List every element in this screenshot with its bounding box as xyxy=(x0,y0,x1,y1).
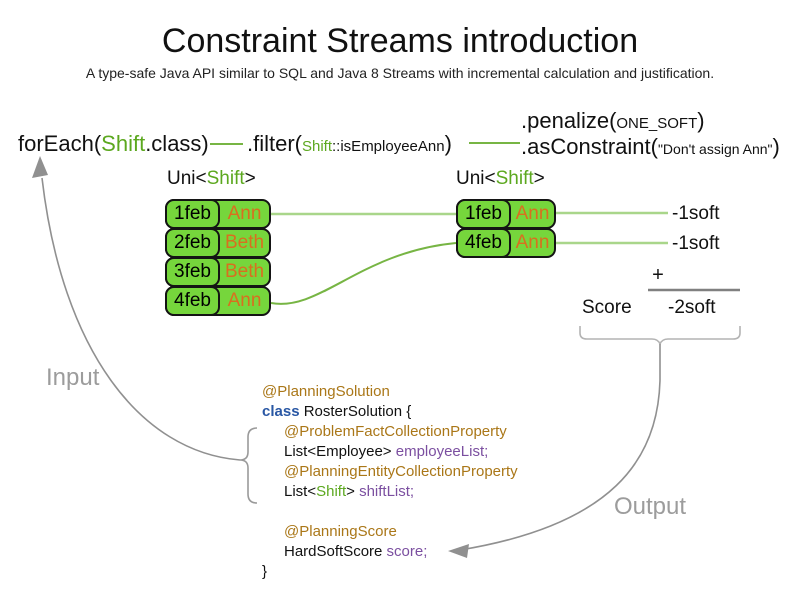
foreach-fn: forEach( xyxy=(18,131,102,156)
type-prefix: Uni< xyxy=(167,168,207,189)
closing-brace: } xyxy=(262,563,268,580)
field-type: > xyxy=(346,483,360,500)
shift-box-4feb-right: 4feb Ann xyxy=(456,228,556,258)
shift-box-1feb-left: 1feb Ann xyxy=(165,199,271,229)
score-bracket xyxy=(579,326,741,347)
subtitle: A type-safe Java API similar to SQL and … xyxy=(85,65,715,81)
filter-call: .filter(Shift::isEmployeeAnn) xyxy=(247,131,452,157)
shift-employee: Ann xyxy=(227,290,262,311)
shift-box-1feb-right: 1feb Ann xyxy=(456,199,556,229)
shift-box-4feb-left: 4feb Ann xyxy=(165,286,271,316)
code-line: List<Employee> employeeList; xyxy=(262,442,518,462)
asconstraint-prefix: .asConstraint( xyxy=(521,134,658,159)
asconstraint-call: .asConstraint("Don't assign Ann") xyxy=(521,134,780,160)
code-line: class RosterSolution { xyxy=(262,402,518,422)
code-line: HardSoftScore score; xyxy=(262,542,518,562)
code-line: @PlanningEntityCollectionProperty xyxy=(262,462,518,482)
field-employee-list: employeeList; xyxy=(395,443,489,460)
annotation-problem-fact: @ProblemFactCollectionProperty xyxy=(284,423,507,440)
shift-employee: Ann xyxy=(515,203,550,224)
class-declaration: RosterSolution { xyxy=(299,403,412,420)
field-score: score; xyxy=(386,543,428,560)
penalty-label-2: -1soft xyxy=(672,233,720,254)
filter-arg-class: Shift xyxy=(302,138,333,155)
code-line: @PlanningScore xyxy=(262,522,518,542)
penalize-call: .penalize(ONE_SOFT) xyxy=(521,108,705,134)
annotation-planning-solution: @PlanningSolution xyxy=(262,383,390,400)
annotation-planning-entity: @PlanningEntityCollectionProperty xyxy=(284,463,518,480)
output-label: Output xyxy=(614,493,687,520)
field-type: List< xyxy=(284,483,317,500)
input-arrowhead-icon xyxy=(32,156,48,178)
asconstraint-arg: "Don't assign Ann" xyxy=(657,141,773,157)
type-param: Shift xyxy=(495,168,534,189)
shift-employee: Beth xyxy=(224,261,265,282)
penalize-arg: ONE_SOFT xyxy=(616,115,698,132)
foreach-call: forEach(Shift.class) xyxy=(18,131,209,157)
page-title: Constraint Streams introduction xyxy=(161,22,639,60)
keyword-class: class xyxy=(262,403,300,420)
type-suffix: > xyxy=(244,168,256,189)
filter-close: ) xyxy=(444,131,452,156)
code-line: @PlanningSolution xyxy=(262,382,518,402)
code-line: List<Shift> shiftList; xyxy=(262,482,518,502)
asconstraint-close: ) xyxy=(772,134,780,159)
penalize-close: ) xyxy=(697,108,705,133)
code-line: } xyxy=(262,562,518,582)
filter-prefix: .filter( xyxy=(247,131,302,156)
shift-date: 4feb xyxy=(165,286,220,316)
code-line: @ProblemFactCollectionProperty xyxy=(262,422,518,442)
field-type: List<Employee> xyxy=(284,443,396,460)
right-stream-type: Uni<Shift> xyxy=(456,168,545,190)
type-shift: Shift xyxy=(316,483,347,500)
input-label: Input xyxy=(46,364,100,391)
roster-solution-code: @PlanningSolution class RosterSolution {… xyxy=(262,382,518,582)
code-line-blank xyxy=(262,502,518,522)
connector-4feb xyxy=(270,242,457,305)
field-type: HardSoftScore xyxy=(284,543,387,560)
shift-employee: Ann xyxy=(227,203,262,224)
foreach-rest: .class) xyxy=(145,131,209,156)
type-param: Shift xyxy=(206,168,245,189)
code-brace xyxy=(239,427,258,504)
shift-date: 1feb xyxy=(456,199,511,229)
shift-box-3feb-left: 3feb Beth xyxy=(165,257,271,287)
type-suffix: > xyxy=(533,168,545,189)
shift-employee: Beth xyxy=(224,232,265,253)
shift-date: 3feb xyxy=(165,257,220,287)
foreach-arg: Shift xyxy=(101,131,146,156)
shift-date: 2feb xyxy=(165,228,220,258)
annotation-planning-score: @PlanningScore xyxy=(284,523,397,540)
penalty-label-1: -1soft xyxy=(672,203,720,224)
shift-employee: Ann xyxy=(515,232,550,253)
field-shift-list: shiftList; xyxy=(359,483,415,500)
left-stream-type: Uni<Shift> xyxy=(167,168,256,190)
score-label: Score xyxy=(582,297,632,318)
shift-date: 1feb xyxy=(165,199,220,229)
penalize-prefix: .penalize( xyxy=(521,108,617,133)
shift-date: 4feb xyxy=(456,228,511,258)
score-value: -2soft xyxy=(668,297,716,318)
type-prefix: Uni< xyxy=(456,168,496,189)
plus-sign: + xyxy=(652,264,664,286)
shift-box-2feb-left: 2feb Beth xyxy=(165,228,271,258)
filter-arg-method: ::isEmployeeAnn xyxy=(332,138,445,155)
